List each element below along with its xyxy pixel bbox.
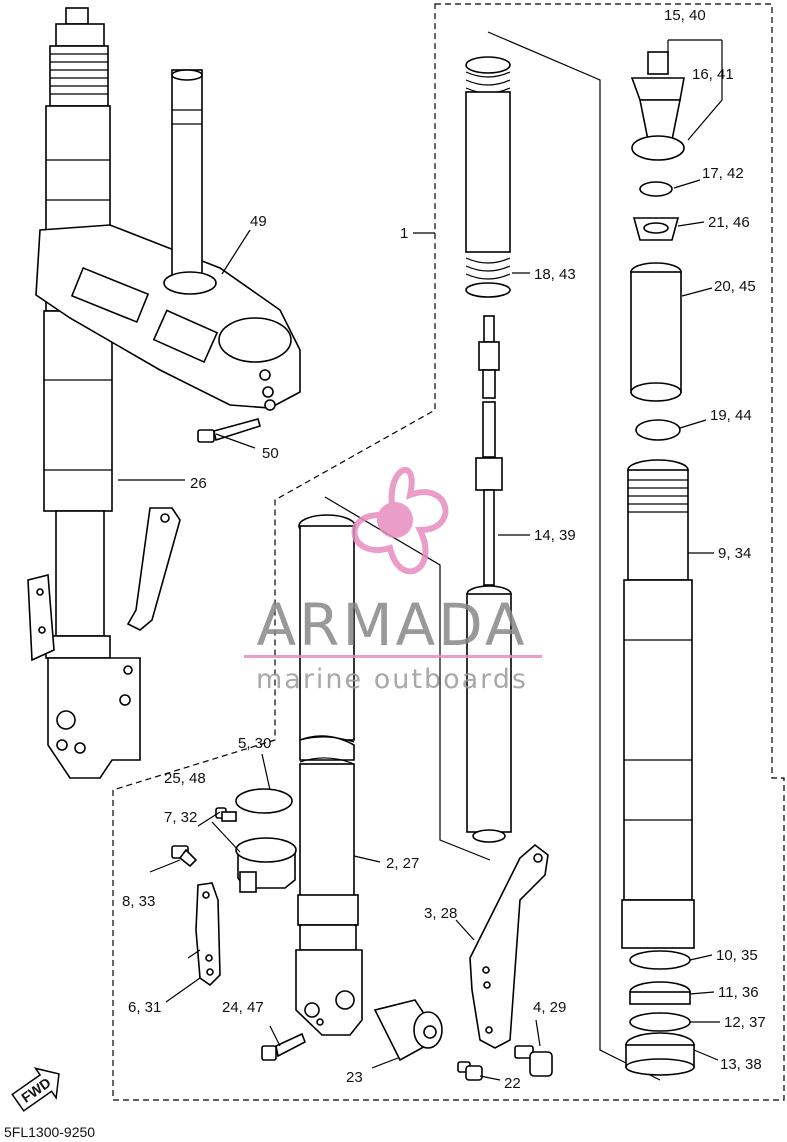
group-boundary [112, 3, 785, 1101]
label-23: 23 [346, 1069, 363, 1086]
watermark: ARMADA marine outboards [244, 467, 542, 695]
collar-23 [373, 999, 443, 1062]
clamp-7 [235, 837, 297, 893]
leader-lines [118, 39, 723, 1081]
inner-tube [295, 514, 363, 1036]
label-6-31: 6, 31 [128, 999, 161, 1016]
label-26: 26 [190, 475, 207, 492]
assembled-fork [27, 7, 181, 779]
diagram-code: 5FL1300-9250 [4, 1124, 95, 1140]
bracket-6 [195, 882, 221, 987]
fwd-arrow-icon: FWD [11, 1067, 60, 1112]
label-8-33: 8, 33 [122, 893, 155, 910]
bolt-8 [171, 845, 198, 868]
washer-17 [639, 181, 673, 197]
watermark-tagline: marine outboards [256, 664, 528, 695]
bolt-4 [514, 1045, 553, 1077]
label-4-29: 4, 29 [533, 999, 566, 1016]
spring-18 [465, 56, 511, 298]
seal-10 [629, 950, 691, 970]
bolt-25 [215, 807, 237, 822]
watermark-logo-icon [351, 467, 449, 575]
label-49: 49 [250, 213, 267, 230]
triple-clamp [35, 69, 301, 411]
bracket-3 [469, 843, 549, 1049]
label-10-35: 10, 35 [716, 947, 758, 964]
label-50: 50 [262, 445, 279, 462]
watermark-brand: ARMADA [256, 591, 527, 659]
washer-19 [635, 419, 681, 441]
bolt-22 [457, 1061, 483, 1081]
label-20-45: 20, 45 [714, 278, 756, 295]
dust-seal-13 [625, 1032, 695, 1076]
bolt-50 [197, 418, 261, 443]
spacer-20 [630, 262, 682, 402]
label-25-48: 25, 48 [164, 770, 206, 787]
ring-5 [235, 788, 293, 814]
label-19-44: 19, 44 [710, 407, 752, 424]
label-24-47: 24, 47 [222, 999, 264, 1016]
label-7-32: 7, 32 [164, 809, 197, 826]
label-11-36: 11, 36 [718, 984, 759, 1001]
oil-seal-11 [629, 981, 691, 1005]
outer-tube-9 [621, 459, 695, 949]
label-15-40: 15, 40 [664, 7, 706, 24]
clip-12 [629, 1012, 691, 1032]
cap-bolt-15 [630, 51, 685, 161]
label-9-34: 9, 34 [718, 545, 751, 562]
label-22: 22 [504, 1075, 521, 1092]
label-17-42: 17, 42 [702, 165, 744, 182]
label-3-28: 3, 28 [424, 905, 457, 922]
label-5-30: 5, 30 [238, 735, 271, 752]
label-16-41: 16, 41 [692, 66, 734, 83]
part-labels: 1 2, 27 3, 28 4, 29 5, 30 6, 31 7, 32 8,… [122, 7, 766, 1092]
label-12-37: 12, 37 [724, 1014, 766, 1031]
label-1: 1 [400, 225, 408, 242]
damper-14 [466, 315, 512, 843]
bolt-24 [261, 1032, 306, 1061]
label-18-43: 18, 43 [534, 266, 576, 283]
label-14-39: 14, 39 [534, 527, 576, 544]
collar-21 [632, 217, 680, 241]
label-21-46: 21, 46 [708, 214, 750, 231]
label-2-27: 2, 27 [386, 855, 419, 872]
label-13-38: 13, 38 [720, 1056, 762, 1073]
